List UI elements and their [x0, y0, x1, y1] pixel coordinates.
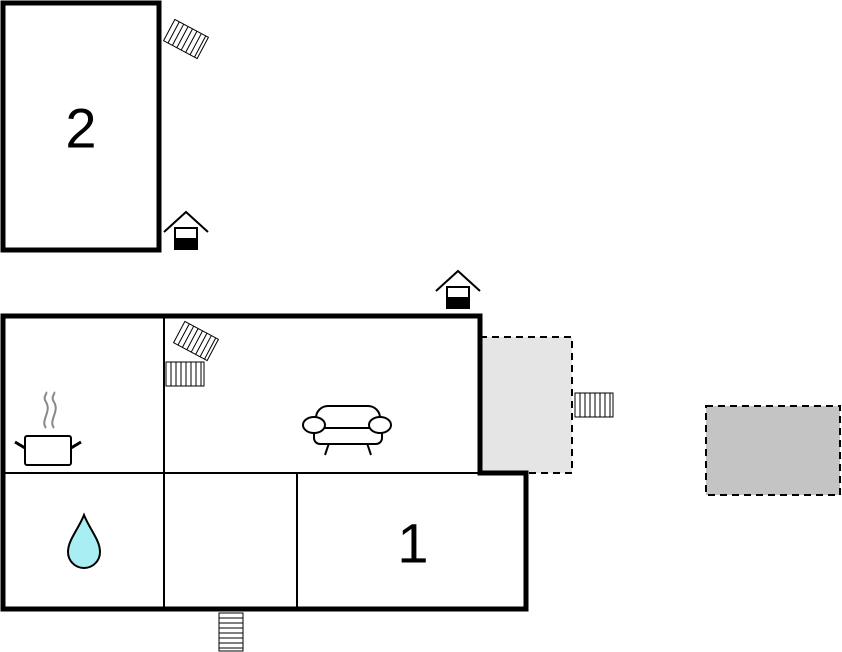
bedroom-2 — [0, 0, 162, 253]
bedroom-1-label: 1 — [397, 512, 428, 575]
stairs-icon — [218, 612, 244, 652]
water-drop-icon — [66, 512, 102, 569]
house-entrance-icon — [435, 270, 481, 309]
stairs-icon — [165, 361, 205, 387]
parking-area — [705, 405, 841, 496]
sofa-icon — [302, 405, 392, 456]
terrace-area — [479, 336, 573, 474]
bedroom-2-label: 2 — [65, 97, 96, 160]
cooking-pot-icon — [14, 391, 82, 466]
main-building-outline — [0, 313, 529, 612]
stairs-icon — [163, 18, 209, 60]
stairs-icon — [574, 392, 614, 418]
house-entrance-icon — [163, 211, 209, 250]
